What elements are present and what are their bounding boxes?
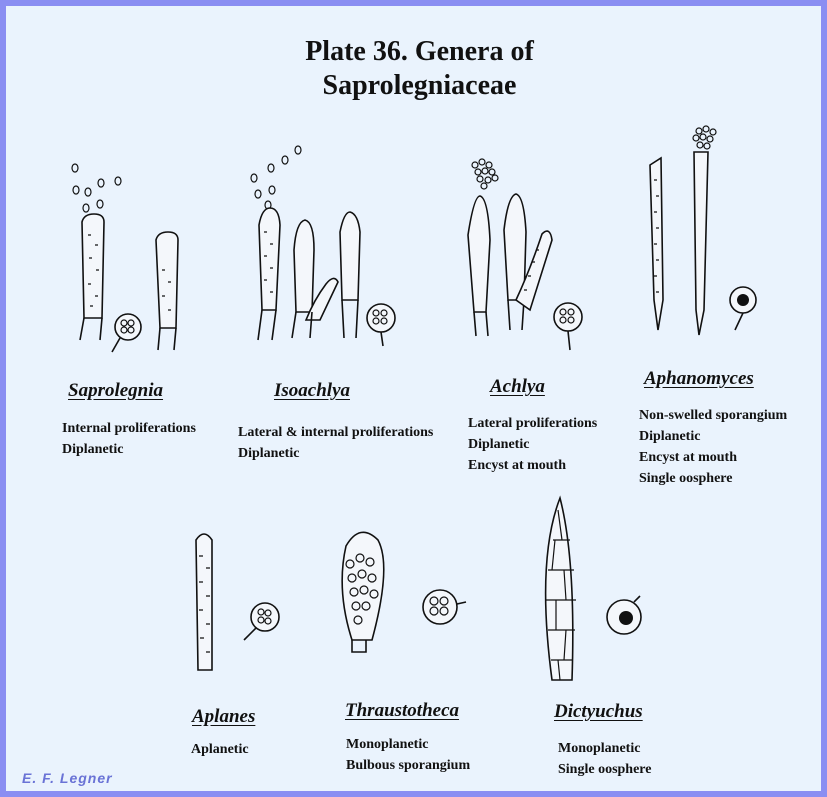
genus-description-dictyuchus: Monoplanetic Single oosphere: [558, 738, 651, 780]
achlya-illustration: [467, 158, 583, 351]
aplanes-illustration: [195, 533, 280, 671]
genus-name-thraustotheca: Thraustotheca: [345, 700, 460, 721]
saprolegnia-illustration: [71, 163, 179, 353]
genus-description-isoachlya: Lateral & internal proliferations Diplan…: [238, 422, 433, 464]
description-line: Encyst at mouth: [468, 458, 567, 473]
plate-illustrations: [71, 125, 757, 681]
description-line: Diplanetic: [468, 437, 530, 452]
description-line: Diplanetic: [639, 429, 701, 444]
aphanomyces-illustration: [649, 125, 757, 336]
description-line: Encyst at mouth: [639, 450, 738, 465]
genus-description-aplanes: Aplanetic: [191, 739, 249, 760]
genus-description-achlya: Lateral proliferations Diplanetic Encyst…: [468, 413, 597, 476]
plate-title-line-1: Plate 36. Genera of: [305, 36, 534, 67]
genus-description-thraustotheca: Monoplanetic Bulbous sporangium: [346, 734, 470, 776]
thraustotheca-illustration: [341, 531, 467, 653]
description-line: Monoplanetic: [558, 741, 641, 756]
genus-name-dictyuchus: Dictyuchus: [554, 701, 643, 722]
description-line: Single oosphere: [639, 471, 733, 486]
description-line: Internal proliferations: [62, 421, 196, 436]
genus-name-achlya: Achlya: [490, 376, 545, 397]
dictyuchus-illustration: [544, 495, 642, 681]
genus-name-aplanes: Aplanes: [192, 706, 256, 727]
description-line: Non-swelled sporangium: [639, 408, 788, 423]
description-line: Diplanetic: [62, 442, 124, 457]
author-credit: E. F. Legner: [22, 770, 113, 786]
genus-name-saprolegnia: Saprolegnia: [68, 380, 164, 401]
description-line: Bulbous sporangium: [346, 758, 471, 773]
genus-name-isoachlya: Isoachlya: [274, 380, 350, 401]
genus-description-aphanomyces: Non-swelled sporangium Diplanetic Encyst…: [639, 405, 787, 489]
genus-name-aphanomyces: Aphanomyces: [644, 368, 754, 389]
genus-description-saprolegnia: Internal proliferations Diplanetic: [62, 418, 196, 460]
description-line: Aplanetic: [191, 742, 249, 757]
description-line: Lateral & internal proliferations: [238, 425, 434, 440]
description-line: Single oosphere: [558, 762, 652, 777]
description-line: Lateral proliferations: [468, 416, 598, 431]
plate-title-line-2: Saprolegniaceae: [322, 70, 517, 101]
description-line: Monoplanetic: [346, 737, 429, 752]
description-line: Diplanetic: [238, 446, 300, 461]
isoachlya-illustration: [250, 145, 396, 347]
